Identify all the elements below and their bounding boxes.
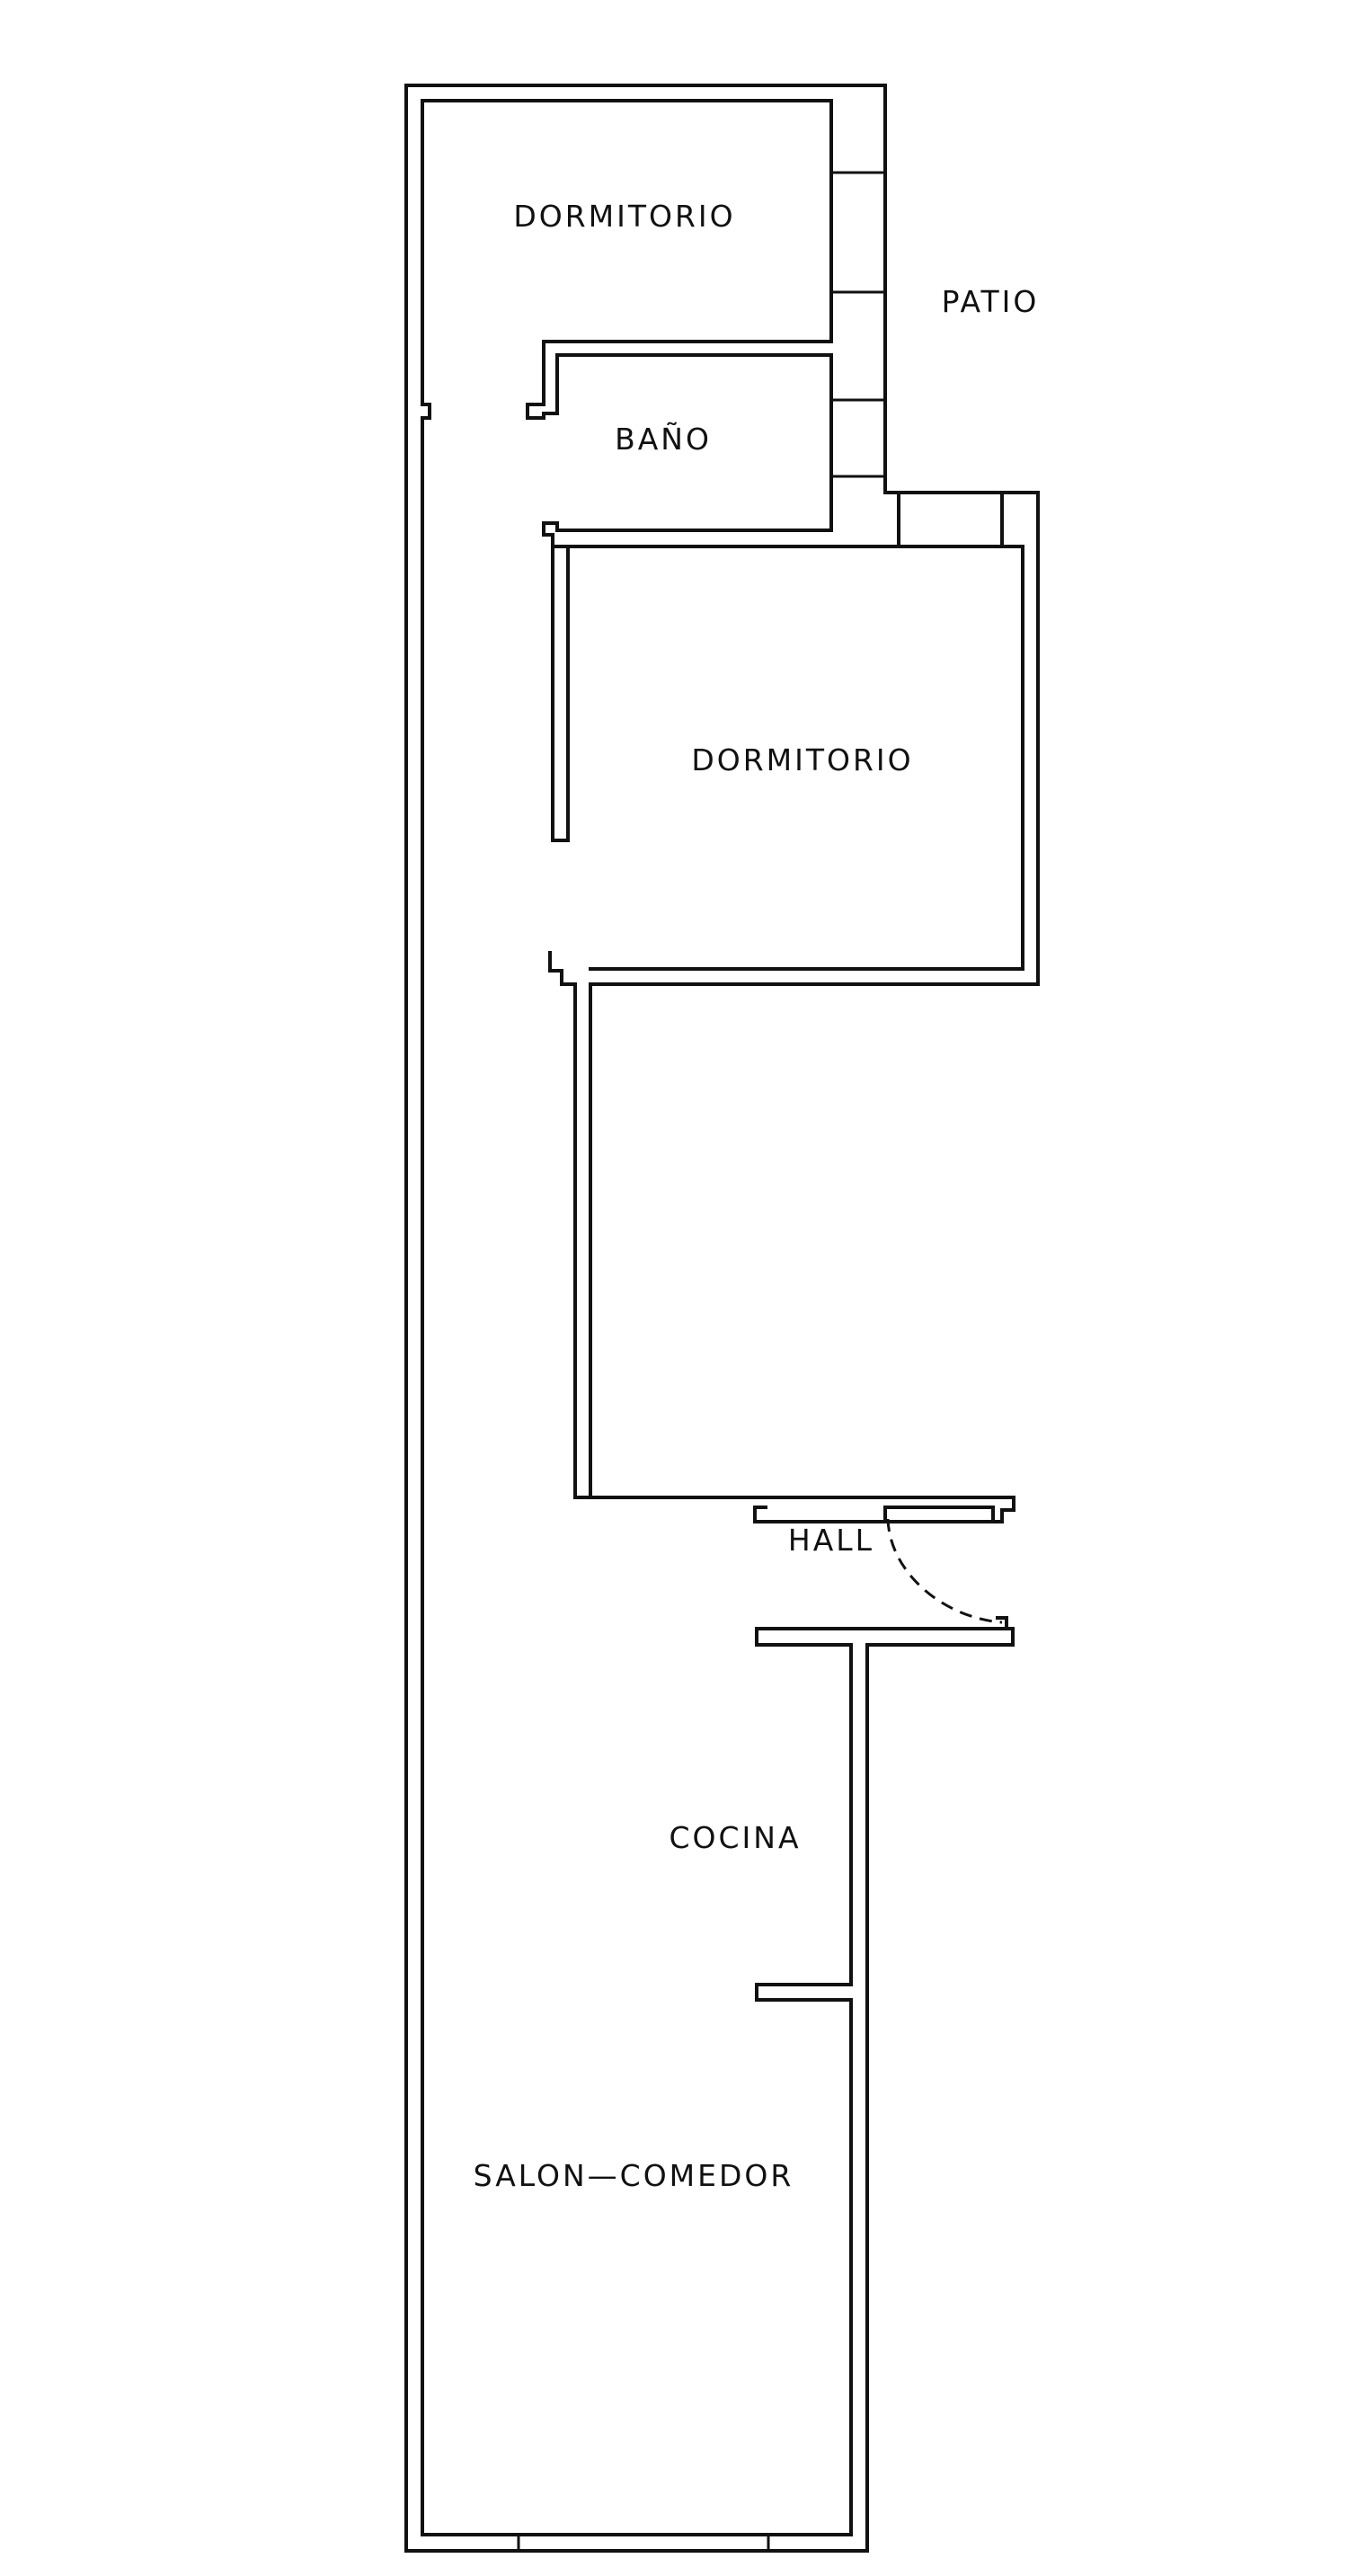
room-label-dormitorio-main: DORMITORIO [691,742,913,777]
room-label-cocina: COCINA [669,1820,801,1855]
dormitorio-upper-box [589,491,1040,986]
hall-door-leaf [996,1616,1008,1630]
hall-door-jamb-upper [883,1506,995,1523]
dormitorio-left-partition [542,521,570,842]
room-label-dormitorio-top: DORMITORIO [513,199,735,234]
corridor-bottom-wall [548,951,592,1499]
left-wall-inner [421,99,853,2536]
room-label-hall: HALL [788,1523,874,1558]
exterior-wall-inner [421,99,833,532]
cocina-wall [755,1627,1015,2553]
room-label-salon-comedor: SALON—COMEDOR [474,2158,794,2193]
room-label-patio: PATIO [942,284,1040,319]
hall-door-swing [886,1518,1003,1624]
room-label-bano: BAÑO [615,422,712,457]
